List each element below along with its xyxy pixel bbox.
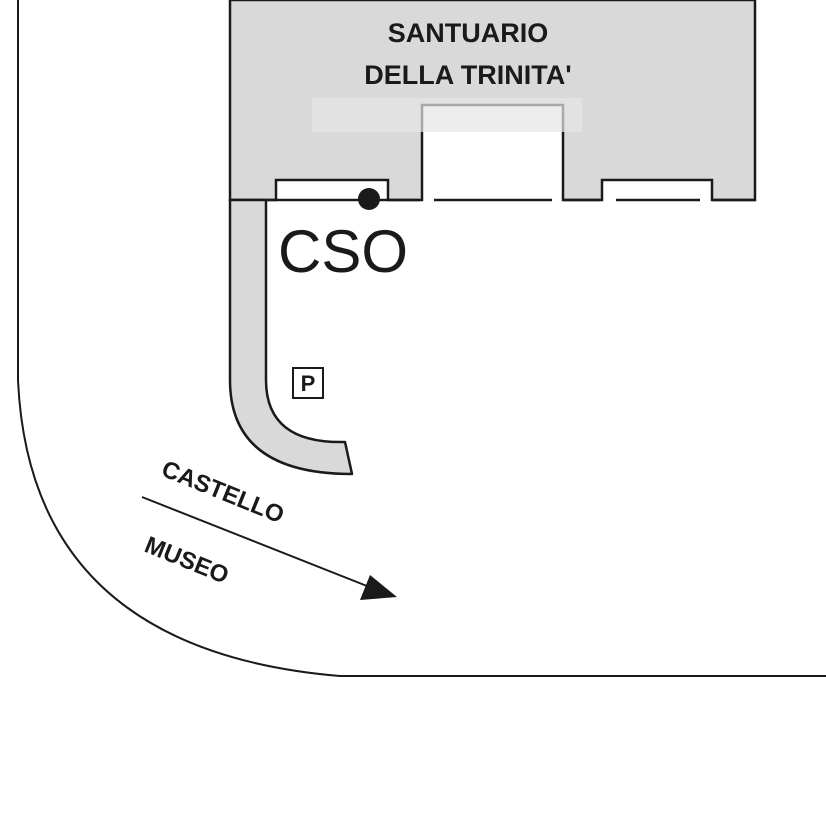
arrow-right-icon xyxy=(141,496,397,600)
parking-strip xyxy=(228,198,354,476)
building-name-line2: DELLA TRINITA' xyxy=(364,60,571,90)
station-marker xyxy=(358,188,380,210)
parking-label: P xyxy=(301,371,316,396)
building-name-line1: SANTUARIO xyxy=(388,18,549,48)
direction-label-castello: CASTELLO xyxy=(158,456,288,529)
area-boundary xyxy=(17,0,826,677)
station-label: CSO xyxy=(278,218,408,285)
building-highlight xyxy=(312,98,582,132)
direction-label-museo: MUSEO xyxy=(141,532,233,590)
parking-sign-icon: P xyxy=(292,367,324,399)
